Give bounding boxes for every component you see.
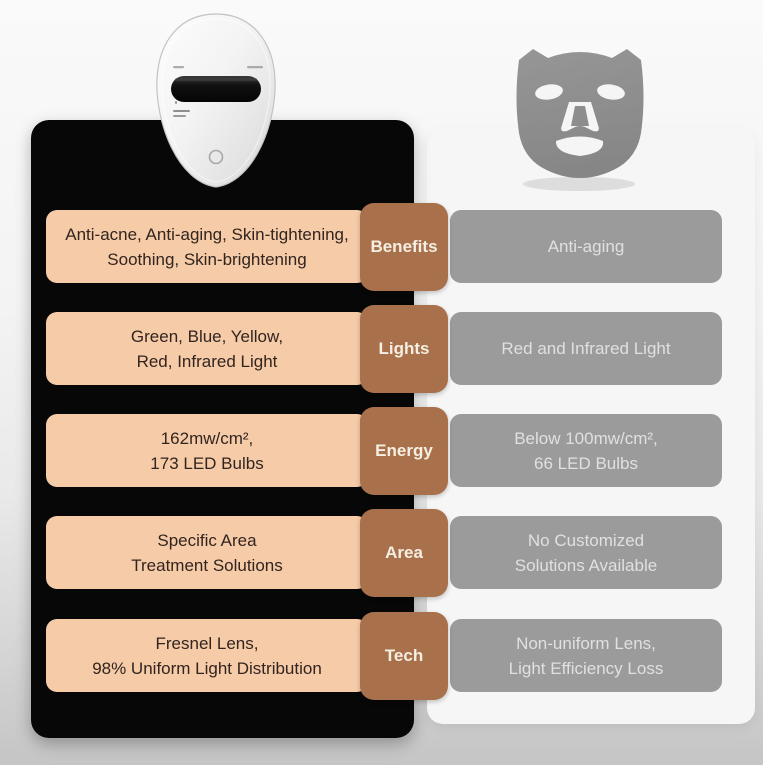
product-energy-box: 162mw/cm², 173 LED Bulbs: [46, 414, 368, 487]
area-badge: Area: [360, 509, 448, 597]
product-area-box: Specific Area Treatment Solutions: [46, 516, 368, 589]
comparison-row-area: Specific Area Treatment Solutions Area N…: [0, 509, 763, 597]
silver-led-mask-image: [156, 13, 276, 188]
mask-eye-hole-right: [597, 84, 625, 100]
mask-vent-line-1: [173, 110, 190, 112]
energy-badge-label: Energy: [375, 441, 433, 460]
benefits-badge: Benefits: [360, 203, 448, 291]
mask-power-button: [208, 149, 224, 165]
mask-reflection-shadow: [523, 177, 635, 191]
competitor-lights-text: Red and Infrared Light: [501, 339, 671, 358]
benefits-badge-label: Benefits: [370, 237, 438, 256]
competitor-benefits-text: Anti-aging: [547, 237, 625, 256]
competitor-area-box: No Customized Solutions Available: [450, 516, 722, 589]
competitor-energy-text: Below 100mw/cm², 66 LED Bulbs: [514, 428, 658, 473]
product-benefits-box: Anti-acne, Anti-aging, Skin-tightening, …: [46, 210, 368, 283]
mask-logo-mark-right: [247, 66, 263, 69]
product-area-text: Specific Area Treatment Solutions: [131, 530, 283, 575]
competitor-benefits-box: Anti-aging: [450, 210, 722, 283]
product-energy-text: 162mw/cm², 173 LED Bulbs: [150, 428, 264, 473]
competitor-area-text: No Customized Solutions Available: [514, 530, 658, 575]
gray-silicone-mask-image: [516, 49, 644, 191]
competitor-lights-box: Red and Infrared Light: [450, 312, 722, 385]
mask-vent-line-2: [173, 115, 186, 117]
competitor-energy-box: Below 100mw/cm², 66 LED Bulbs: [450, 414, 722, 487]
comparison-row-lights: Green, Blue, Yellow, Red, Infrared Light…: [0, 305, 763, 393]
tech-badge: Tech: [360, 612, 448, 700]
product-benefits-text: Anti-acne, Anti-aging, Skin-tightening, …: [65, 224, 349, 269]
comparison-row-tech: Fresnel Lens, 98% Uniform Light Distribu…: [0, 612, 763, 700]
competitor-tech-text: Non-uniform Lens, Light Efficiency Loss: [508, 633, 664, 678]
mask-logo-mark-left: [173, 66, 184, 69]
lights-badge: Lights: [360, 305, 448, 393]
area-badge-label: Area: [385, 543, 423, 562]
product-tech-box: Fresnel Lens, 98% Uniform Light Distribu…: [46, 619, 368, 692]
product-lights-box: Green, Blue, Yellow, Red, Infrared Light: [46, 312, 368, 385]
lights-badge-label: Lights: [378, 339, 430, 358]
product-lights-text: Green, Blue, Yellow, Red, Infrared Light: [130, 326, 284, 371]
mask-visor: [171, 76, 261, 102]
product-tech-text: Fresnel Lens, 98% Uniform Light Distribu…: [92, 633, 322, 678]
comparison-row-energy: 162mw/cm², 173 LED Bulbs Energy Below 10…: [0, 407, 763, 495]
competitor-tech-box: Non-uniform Lens, Light Efficiency Loss: [450, 619, 722, 692]
tech-badge-label: Tech: [384, 646, 424, 665]
mask-mouth-hole: [555, 136, 604, 156]
comparison-row-benefits: Anti-acne, Anti-aging, Skin-tightening, …: [0, 203, 763, 291]
mask-eye-hole-left: [535, 84, 563, 100]
energy-badge: Energy: [360, 407, 448, 495]
mask-nose-bridge: [571, 106, 589, 126]
